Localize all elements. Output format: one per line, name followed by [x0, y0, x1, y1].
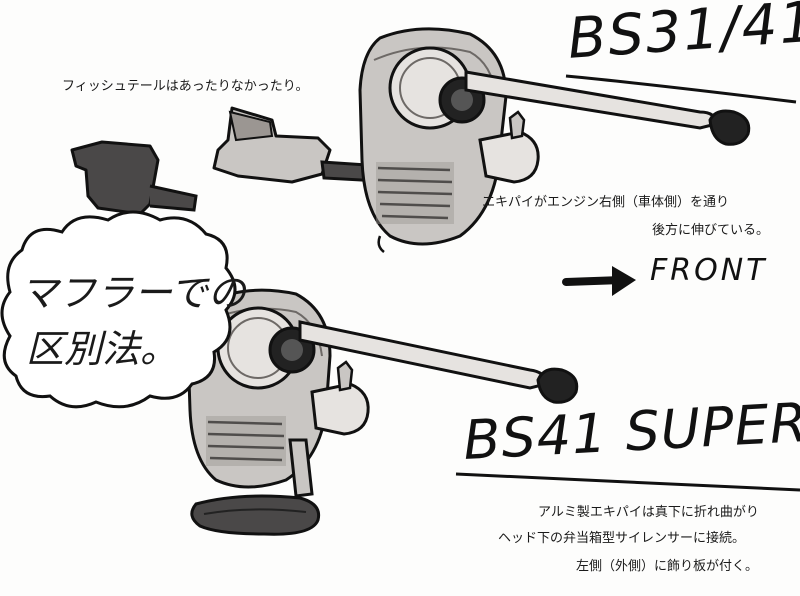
engine-bs3141-drawing — [70, 27, 751, 253]
note-super-line3: 左側（外側）に飾り板が付く。 — [576, 559, 759, 574]
speech-bubble-outline — [0, 210, 237, 409]
note-super-line2: ヘッド下の弁当箱型サイレンサーに接続。 — [498, 531, 746, 546]
front-arrow-icon — [562, 266, 636, 296]
note-super-line1: アルミ製エキパイは真下に折れ曲がり — [538, 505, 759, 520]
note-exhaust-line1: エキパイがエンジン右側（車体側）を通り — [482, 195, 730, 210]
note-fishtail: フィッシュテールはあったりなかったり。 — [62, 79, 309, 94]
bubble-text-line2: 区別法。 — [26, 327, 179, 371]
front-label: FRONT — [650, 253, 768, 288]
bubble-text-line1: マフラーでの — [20, 271, 246, 315]
title-underline-bottom — [455, 472, 800, 492]
model-title-bs3141: BS31/41 — [565, 0, 800, 72]
note-exhaust-line2: 後方に伸びている。 — [652, 223, 770, 238]
title-underline-top — [565, 74, 797, 104]
